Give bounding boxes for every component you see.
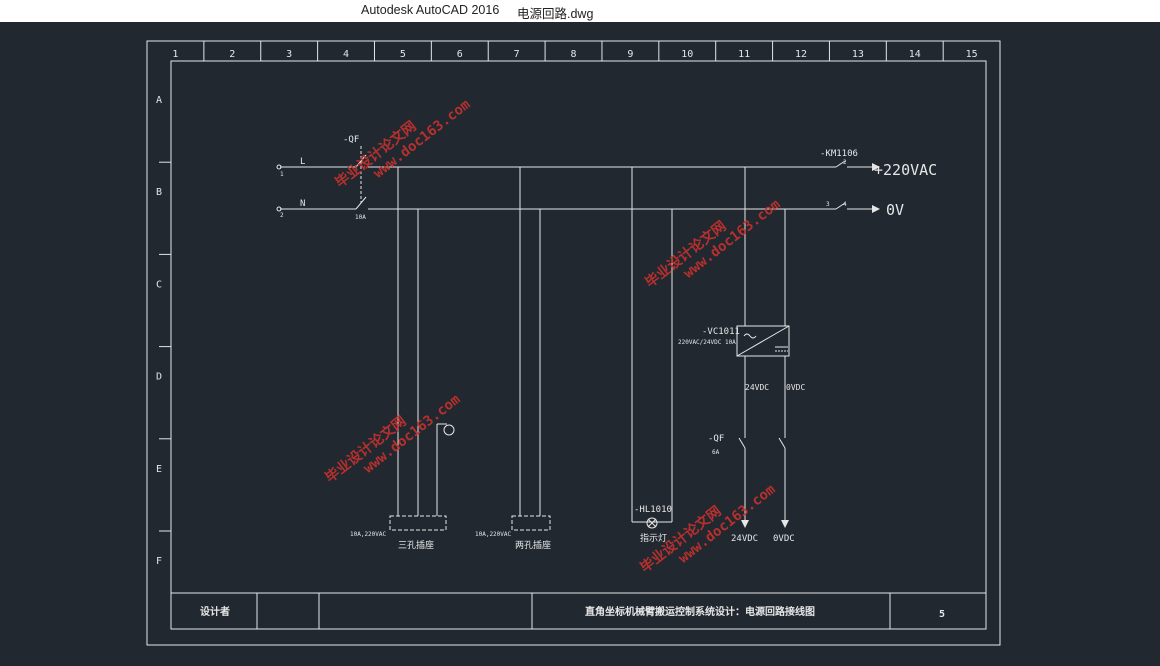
socket2-spec: 10A,220VAC (475, 531, 512, 538)
output-220vac: +220VAC (874, 161, 937, 179)
socket3-spec: 10A,220VAC (350, 531, 387, 538)
qf-main-rating: 10A (355, 214, 366, 221)
socket2-box (511, 515, 551, 531)
window-titlebar: Autodesk AutoCAD 2016 电源回路.dwg (0, 0, 1160, 22)
km-label: -KM1106 (820, 149, 858, 159)
column-label: 4 (343, 49, 349, 60)
column-label: 9 (627, 49, 633, 60)
column-label: 8 (571, 49, 577, 60)
column-label: 6 (457, 49, 463, 60)
socket3-box (389, 515, 447, 531)
column-label: 14 (909, 49, 921, 60)
file-name: 电源回路.dwg (517, 7, 594, 21)
km-terminal-2: 2 (843, 159, 847, 166)
row-label: A (156, 95, 162, 106)
column-label: 15 (966, 49, 978, 60)
vc-label: -VC1011 (702, 327, 740, 337)
outer-frame (146, 40, 1001, 646)
vc-spec: 220VAC/24VDC 10A (678, 339, 736, 346)
line-l-label: L (300, 157, 305, 167)
column-label: 11 (738, 49, 750, 60)
socket2-name: 两孔插座 (515, 539, 551, 551)
output-24vdc: 24VDC (731, 534, 758, 544)
hl-name: 指示灯 (640, 532, 667, 544)
designer-label: 设计者 (200, 605, 230, 618)
dc-24-label: 24VDC (745, 383, 769, 392)
hl-label: -HL1010 (634, 505, 672, 515)
dc-0-label: 0VDC (786, 383, 805, 392)
qf2-label: -QF (708, 434, 724, 444)
drawing-title: 直角坐标机械臂搬运控制系统设计：电源回路接线图 (585, 605, 815, 618)
column-label: 2 (229, 49, 235, 60)
qf-main-label: -QF (343, 135, 359, 145)
row-label: F (156, 556, 162, 567)
column-label: 7 (514, 49, 520, 60)
terminal-2-label: 2 (280, 212, 284, 219)
watermark-3: 毕业设计论文网 www.doc163.com (322, 391, 464, 486)
power-supply-box (736, 325, 790, 357)
output-0v: 0V (886, 201, 904, 219)
column-label: 10 (681, 49, 693, 60)
watermark-4: 毕业设计论文网 www.doc163.com (637, 481, 779, 576)
km-terminal-3: 3 (826, 201, 830, 208)
row-label: C (156, 279, 162, 290)
row-label: D (156, 372, 162, 383)
indicator-lamp-symbol (646, 517, 658, 529)
output-0vdc: 0VDC (773, 534, 795, 544)
row-label: E (156, 464, 162, 475)
column-label: 1 (172, 49, 178, 60)
row-label: B (156, 187, 162, 198)
app-title: Autodesk AutoCAD 2016 (361, 3, 500, 17)
ground-symbol (443, 424, 455, 436)
sheet-number: 5 (939, 609, 945, 620)
terminal-1-label: 1 (280, 171, 284, 178)
column-label: 12 (795, 49, 807, 60)
column-label: 13 (852, 49, 864, 60)
km-terminal-4: 4 (843, 201, 847, 208)
inner-frame (170, 60, 987, 630)
column-label: 3 (286, 49, 292, 60)
qf2-rating: 6A (712, 449, 720, 456)
column-label: 5 (400, 49, 406, 60)
socket3-name: 三孔插座 (398, 539, 434, 551)
line-n-label: N (300, 199, 305, 209)
watermark-2: 毕业设计论文网 www.doc163.com (642, 196, 784, 291)
